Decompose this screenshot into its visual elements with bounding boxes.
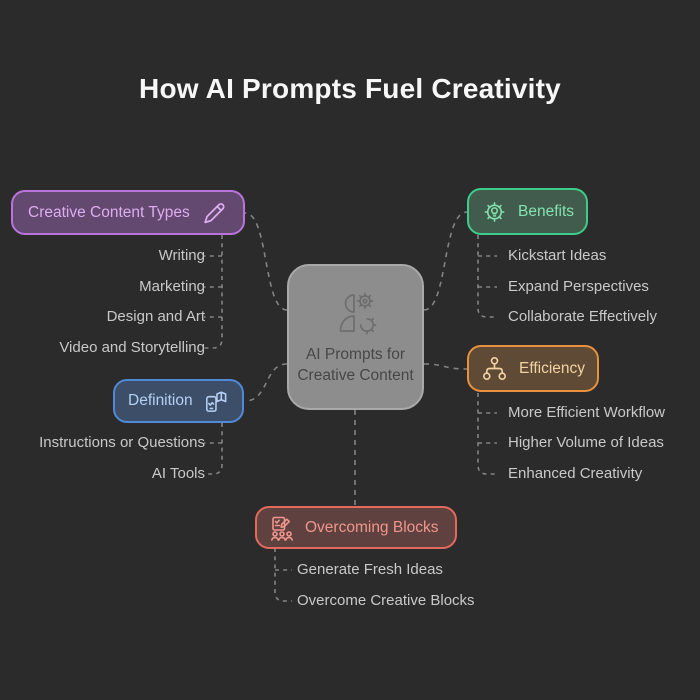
branch-node-creative-content-types: Creative Content Types <box>11 190 245 235</box>
leaf-item: Overcome Creative Blocks <box>297 592 475 609</box>
team-checklist-icon <box>268 514 296 542</box>
pencil-icon <box>201 199 228 226</box>
branch-label: Overcoming Blocks <box>305 518 439 536</box>
branch-node-efficiency: Efficiency <box>467 345 599 392</box>
gear-lightbulb-icon <box>481 199 508 225</box>
branch-label: Benefits <box>518 202 575 220</box>
leaf-item: Enhanced Creativity <box>508 465 643 482</box>
central-topic-node: AI Prompts for Creative Content <box>287 264 424 410</box>
branch-label: Creative Content Types <box>28 203 190 221</box>
person-gears-icon <box>332 288 380 341</box>
branch-node-definition: Definition <box>113 379 244 423</box>
leaf-item: More Efficient Workflow <box>508 404 665 421</box>
branch-node-benefits: Benefits <box>467 188 588 235</box>
leaf-item: Expand Perspectives <box>508 278 649 295</box>
leaf-item: Generate Fresh Ideas <box>297 561 443 578</box>
branch-node-overcoming-blocks: Overcoming Blocks <box>255 506 457 549</box>
leaf-item: Writing <box>158 247 205 264</box>
phone-book-icon <box>202 388 229 415</box>
leaf-item: Marketing <box>139 278 205 295</box>
page-title: How AI Prompts Fuel Creativity <box>139 73 561 104</box>
leaf-item: AI Tools <box>151 465 205 482</box>
leaf-item: Kickstart Ideas <box>508 247 607 264</box>
leaf-item: Design and Art <box>106 308 205 325</box>
branch-label: Efficiency <box>519 359 586 377</box>
leaf-item: Higher Volume of Ideas <box>508 434 664 451</box>
central-topic-label: AI Prompts for Creative Content <box>297 346 414 384</box>
leaf-item: Video and Storytelling <box>59 339 205 356</box>
hierarchy-nodes-icon <box>481 355 508 382</box>
leaf-item: Collaborate Effectively <box>508 308 657 325</box>
branch-label: Definition <box>128 392 193 409</box>
leaf-item: Instructions or Questions <box>39 434 205 451</box>
